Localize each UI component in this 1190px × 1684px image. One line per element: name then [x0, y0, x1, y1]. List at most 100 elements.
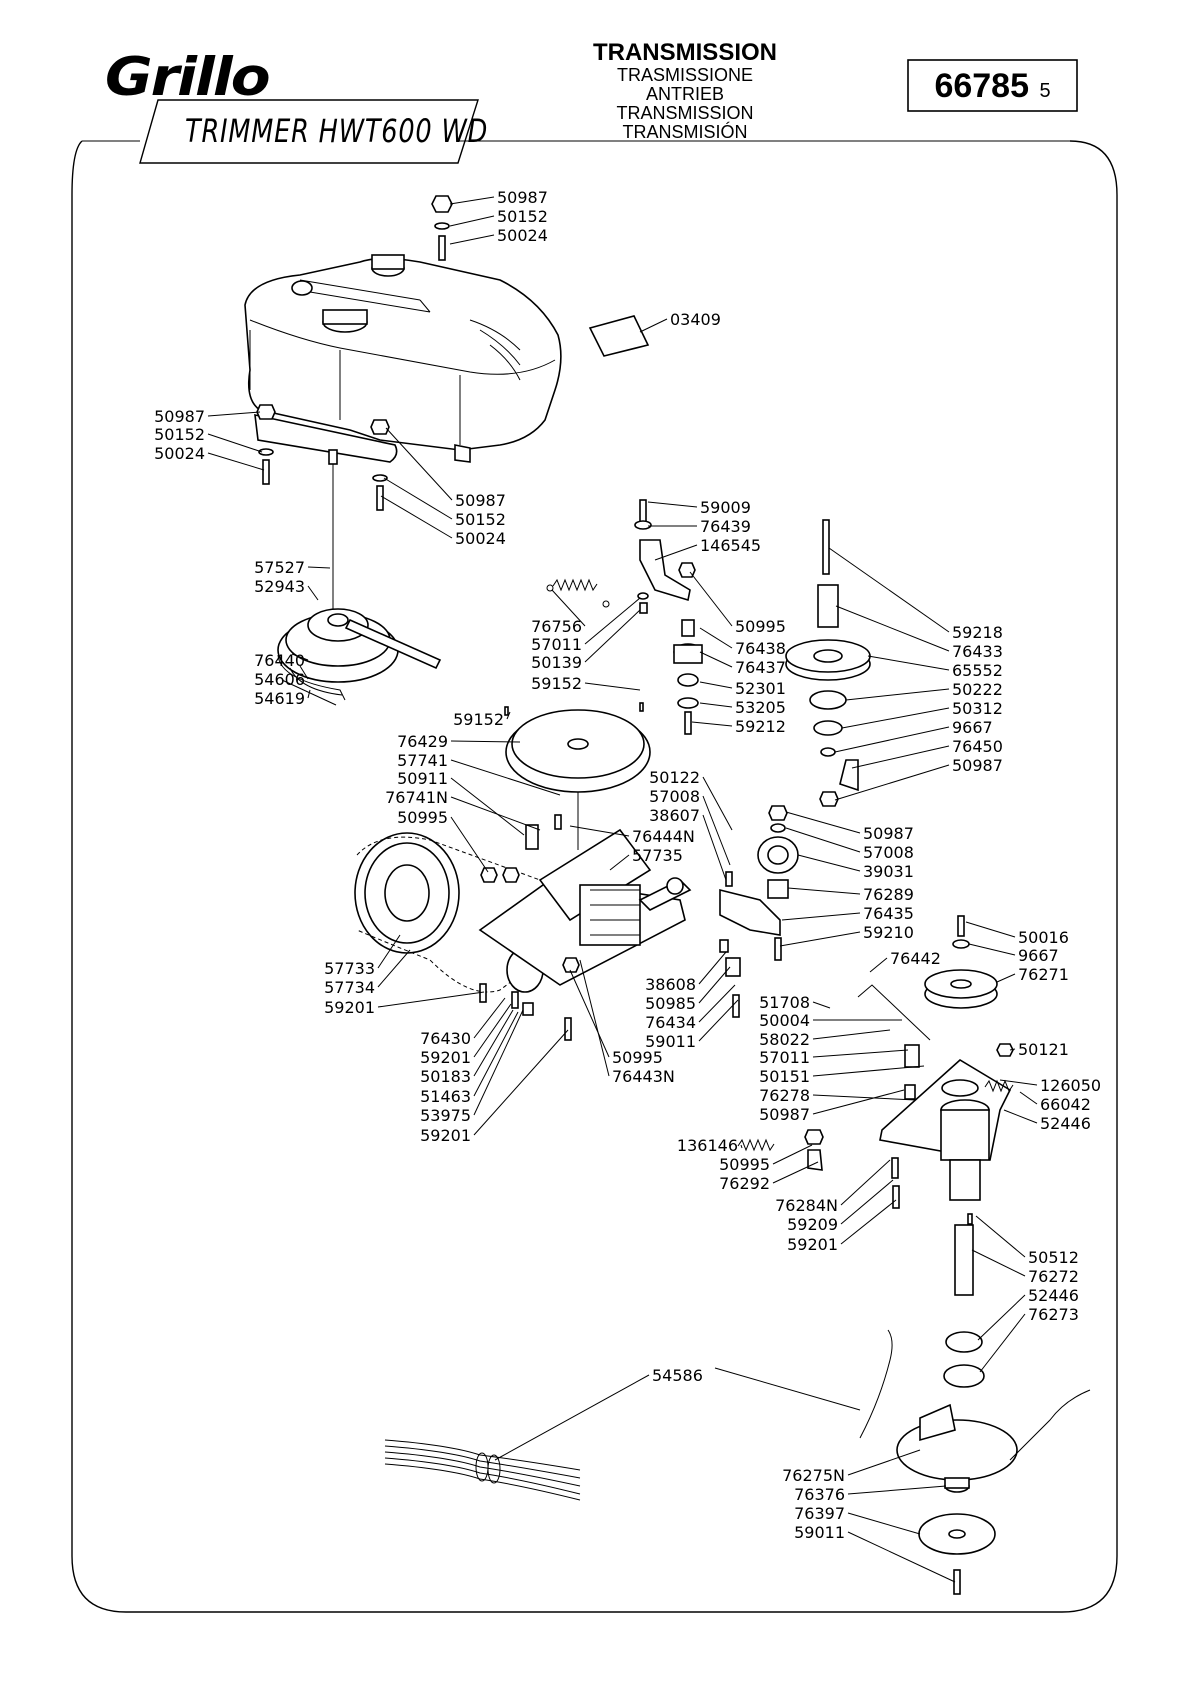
part-number: 52943 [254, 577, 305, 596]
part-number: 9667 [952, 718, 993, 737]
callout-51463: 51463 [420, 1011, 519, 1106]
callout-50512: 50512 [975, 1215, 1079, 1267]
leader-line [851, 745, 950, 769]
callout-53975: 53975 [420, 1009, 524, 1125]
callout-54606: 54606 [254, 665, 309, 689]
leader-line [785, 811, 861, 834]
cutting-disc [859, 1329, 1091, 1595]
callout-54619: 54619 [254, 689, 311, 708]
part-number: 50151 [759, 1067, 810, 1086]
leader-line [812, 1029, 891, 1040]
leader-line [473, 1009, 514, 1077]
part-number: 57527 [254, 558, 305, 577]
gearbox-frame [478, 814, 692, 1041]
part-number: 76284N [775, 1196, 838, 1215]
part-number: 59210 [863, 923, 914, 942]
callout-52301: 52301 [699, 679, 786, 698]
leader-line [867, 655, 950, 671]
leader-line [307, 689, 311, 699]
part-number: 50152 [455, 510, 506, 529]
leader-line [450, 740, 521, 743]
part-number: 50152 [154, 425, 205, 444]
part-number: 50987 [952, 756, 1003, 775]
part-number: 76272 [1028, 1267, 1079, 1286]
part-number: 76376 [794, 1485, 845, 1504]
large-pulley [504, 702, 651, 850]
brand-logo: Grillo [103, 52, 343, 108]
callout-76271: 76271 [996, 965, 1069, 984]
leader-line [299, 665, 309, 680]
part-number: 76289 [863, 885, 914, 904]
part-number: 76437 [735, 658, 786, 677]
part-number: 59152 [453, 710, 504, 729]
callout-50987: 50987 [834, 756, 1003, 801]
callout-50016: 50016 [965, 921, 1069, 947]
leader-line [781, 912, 861, 921]
part-number: 52446 [1040, 1114, 1091, 1133]
part-number: 50024 [497, 226, 548, 245]
callout-50222: 50222 [845, 680, 1003, 701]
callout-76272: 76272 [971, 1249, 1079, 1286]
callout-58022: 58022 [759, 1029, 891, 1049]
leader-line [699, 627, 733, 649]
part-number: 59011 [645, 1032, 696, 1051]
chain-sprocket [354, 832, 561, 993]
callout-76397: 76397 [794, 1504, 921, 1535]
leader-line [996, 973, 1016, 983]
callout-59201: 59201 [787, 1199, 897, 1254]
leader-line [689, 571, 733, 627]
callout-59212: 59212 [691, 717, 786, 736]
callout-76442: 76442 [869, 949, 941, 973]
leader-line [797, 854, 861, 872]
leader-line [835, 605, 950, 652]
callout-50995: 50995 [719, 1144, 813, 1174]
leader-line [779, 931, 861, 947]
callout-59009: 59009 [647, 498, 751, 517]
title-de: ANTRIEB [645, 84, 724, 104]
part-number: 50987 [154, 407, 205, 426]
leader-line [975, 1215, 1026, 1258]
leader-line [551, 589, 586, 627]
part-number: 136146 [677, 1136, 738, 1155]
callout-76289: 76289 [787, 885, 914, 904]
leader-line [698, 999, 739, 1042]
callout-76430: 76430 [420, 997, 506, 1048]
title-block: TRANSMISSION TRASMISSIONE ANTRIEB TRANSM… [560, 40, 810, 142]
part-number: 50987 [759, 1105, 810, 1124]
part-number: 50121 [1018, 1040, 1069, 1059]
leader-line [772, 1144, 813, 1165]
part-number: 54586 [652, 1366, 703, 1385]
callout-59152: 59152 [531, 674, 641, 693]
leader-line [584, 682, 641, 691]
callout-50987: 50987 [385, 427, 506, 510]
leader-line [1003, 1109, 1038, 1124]
part-number: 126050 [1040, 1076, 1101, 1095]
leader-line [847, 1485, 947, 1495]
leader-line [494, 1374, 650, 1461]
part-number: 38608 [645, 975, 696, 994]
part-number: 59009 [700, 498, 751, 517]
part-number: 59201 [420, 1126, 471, 1145]
callout-50312: 50312 [841, 699, 1003, 729]
part-number: 76397 [794, 1504, 845, 1523]
callout-38607: 38607 [649, 806, 727, 881]
callout-50987: 50987 [759, 1089, 905, 1124]
part-number: 57733 [324, 959, 375, 978]
leader-line [699, 702, 733, 708]
callout-76376: 76376 [794, 1485, 947, 1504]
leader-line [979, 1313, 1026, 1373]
callout-50995: 50995 [397, 808, 489, 873]
leader-line [584, 597, 641, 645]
callout-51708: 51708 [759, 993, 831, 1012]
leader-line [999, 1079, 1038, 1086]
part-number: 76438 [735, 639, 786, 658]
part-number: 76444N [632, 827, 695, 846]
callout-53205: 53205 [699, 698, 786, 717]
leader-line [772, 1161, 819, 1184]
leader-line [473, 1011, 519, 1097]
leader-line [698, 966, 731, 1004]
part-number: 76435 [863, 904, 914, 923]
leader-line [828, 547, 950, 633]
part-number: 146545 [700, 536, 761, 555]
callout-136146: 136146 [677, 1136, 743, 1155]
